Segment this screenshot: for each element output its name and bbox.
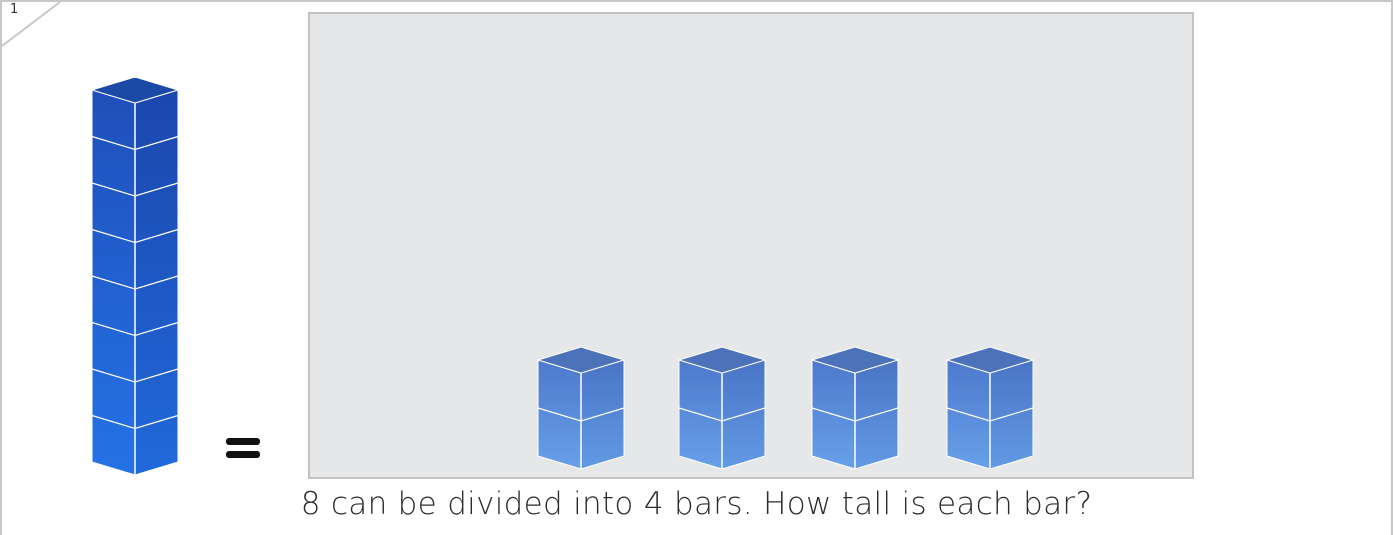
bar-3[interactable] (810, 346, 900, 470)
cube-top-face (945, 346, 1035, 374)
bar-2[interactable] (677, 346, 767, 470)
cube-top-face (536, 346, 626, 374)
cube-top-face (810, 346, 900, 374)
bars-layer (536, 346, 1035, 470)
equals-sign (224, 436, 262, 462)
question-text: 8 can be divided into 4 bars. How tall i… (300, 486, 1093, 522)
cube-tower[interactable] (86, 78, 184, 484)
cube-top-face (677, 346, 767, 374)
bar-4[interactable] (945, 346, 1035, 470)
problem-number: 1 (10, 2, 19, 17)
bar-1[interactable] (536, 346, 626, 470)
corner-tab (2, 2, 61, 47)
tower-stack[interactable] (90, 78, 180, 476)
cube-top-face (90, 78, 180, 104)
work-area[interactable] (308, 12, 1194, 479)
